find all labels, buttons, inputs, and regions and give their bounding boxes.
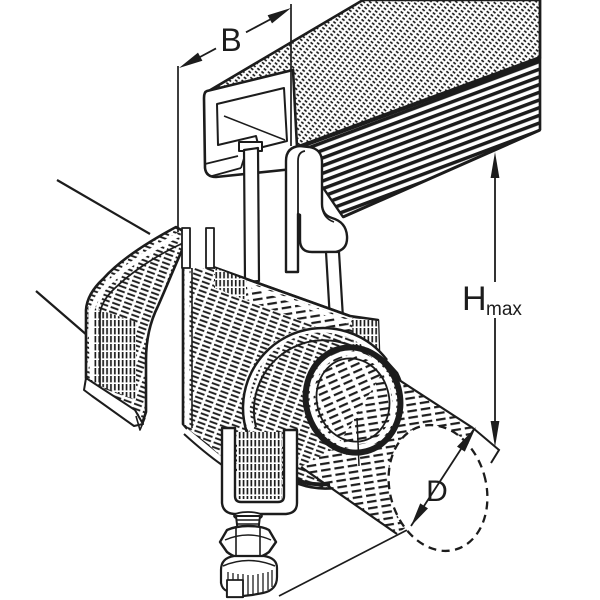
hex-nut (218, 524, 278, 561)
b-arrowhead-right (267, 8, 291, 24)
cable-reference-line (278, 528, 410, 597)
d-arrowhead-top (457, 427, 476, 452)
notch-side-hatch (215, 268, 246, 300)
rail-lip-edge-2 (211, 167, 242, 177)
cable-surface-tick (356, 417, 360, 467)
rail-cavity-inner-edge (223, 115, 286, 141)
h-label: H (462, 280, 487, 318)
hanger-curl-line (321, 203, 335, 223)
cable-bottom-silhouette (300, 466, 398, 535)
jaw-highlight (243, 326, 387, 432)
clamp-hanger-hook (238, 141, 349, 322)
d-arrowhead-bottom (411, 503, 428, 526)
cable-bottom-left-silhouette (35, 290, 89, 337)
b-arrowhead-left (179, 52, 203, 68)
h-arrowhead-bottom (490, 421, 500, 447)
h-subscript-label: max (486, 299, 522, 320)
cable-top-left-silhouette (56, 179, 151, 235)
head-slot (226, 579, 244, 598)
rail-lip-edge-1 (204, 155, 239, 165)
dimension-hmax: H max (462, 152, 522, 447)
nut-top-arc (224, 534, 272, 541)
cable-top-silhouette (395, 377, 474, 429)
jaw-outer-edge (241, 326, 388, 434)
foot-bottom-face (83, 377, 144, 427)
screw-assembly (218, 426, 299, 599)
bow-highlight (89, 233, 180, 380)
hanger-j-hook (284, 144, 349, 274)
notch-gap (189, 228, 207, 268)
notch-right-wall (205, 227, 215, 269)
dimension-b: B (177, 4, 292, 232)
foot-tip-mark (135, 415, 146, 431)
b-dim-line-left (199, 47, 217, 58)
cable-tangent-bend (472, 427, 501, 464)
b-label: B (220, 22, 241, 58)
saddle-top-edge (212, 265, 351, 318)
h-arrowhead-top (490, 152, 500, 178)
yoke-inner-hatch (237, 432, 282, 499)
d-label: D (426, 475, 448, 508)
rail-bottom-edge (342, 128, 541, 219)
cable-phantom-ellipse (387, 423, 489, 553)
notch-left-wall (181, 227, 191, 269)
rail-ridge-edge (295, 56, 541, 150)
yoke-stirrup (220, 426, 299, 516)
dimension-d: D (387, 423, 501, 553)
hanger-left-leg (242, 146, 261, 284)
clamp-bow (83, 225, 185, 431)
hanger-thickness-line (297, 150, 306, 214)
cable-rim-ring (302, 344, 404, 456)
bow-inner-line (99, 242, 184, 386)
head-top-arc (222, 559, 276, 567)
b-dim-line-right (245, 18, 272, 34)
cable-left-segment (35, 179, 151, 337)
